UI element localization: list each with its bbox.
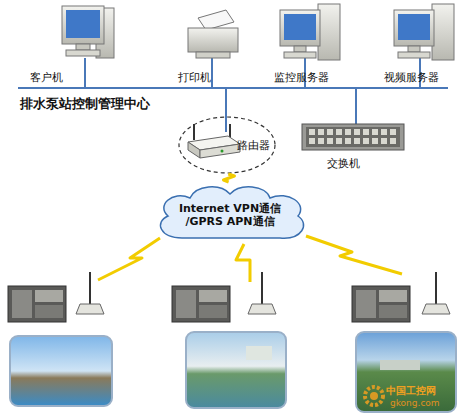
node-label: 交换机 — [327, 157, 360, 170]
bus-line — [18, 87, 448, 89]
dashed-ellipse — [179, 117, 275, 173]
printer — [188, 10, 238, 58]
server-computer — [394, 4, 454, 60]
drop-line — [211, 58, 213, 88]
plc-station — [8, 272, 104, 322]
node-label: Internet VPN通信 /GPRS APN通信 — [171, 202, 289, 228]
wireless-bolt — [98, 238, 160, 280]
node-label: 监控服务器 — [274, 71, 329, 84]
watermark-text: 中国工控网 — [386, 384, 436, 398]
station-photo — [10, 336, 112, 406]
cloud-node: Internet VPN通信 /GPRS APN通信 — [150, 182, 310, 244]
switch-device — [302, 124, 404, 150]
router-device — [188, 124, 240, 158]
wireless-bolt — [236, 244, 250, 282]
cloud-shape — [160, 187, 303, 238]
wireless-bolt — [306, 236, 402, 274]
computer-node: 客户机 — [30, 2, 116, 84]
node-label: 客户机 — [30, 71, 63, 84]
photo-building — [246, 346, 272, 360]
station-photo — [356, 332, 456, 412]
plc-station — [172, 272, 276, 322]
drop-line — [225, 88, 227, 132]
station-photo — [186, 332, 286, 408]
client-computer — [62, 6, 114, 58]
photo-building — [380, 360, 420, 370]
node-label: 路由器 — [237, 139, 270, 152]
wireless-bolt — [223, 174, 234, 182]
node-label: 打印机 — [178, 71, 211, 84]
watermark-text: gkong.com — [390, 398, 440, 408]
router-node: 路由器 — [178, 116, 276, 174]
drop-line — [355, 88, 357, 124]
server-node: 监控服务器 — [270, 2, 352, 84]
drop-line — [84, 58, 86, 88]
node-label: 视频服务器 — [384, 71, 439, 84]
center-title: 排水泵站控制管理中心 — [20, 95, 150, 113]
printer-node: 打印机 — [172, 2, 248, 84]
plc-station — [352, 272, 450, 322]
switch-node: 交换机 — [298, 120, 408, 170]
server-node: 视频服务器 — [380, 2, 458, 84]
server-computer — [280, 4, 340, 60]
watermark-gear — [365, 387, 383, 405]
